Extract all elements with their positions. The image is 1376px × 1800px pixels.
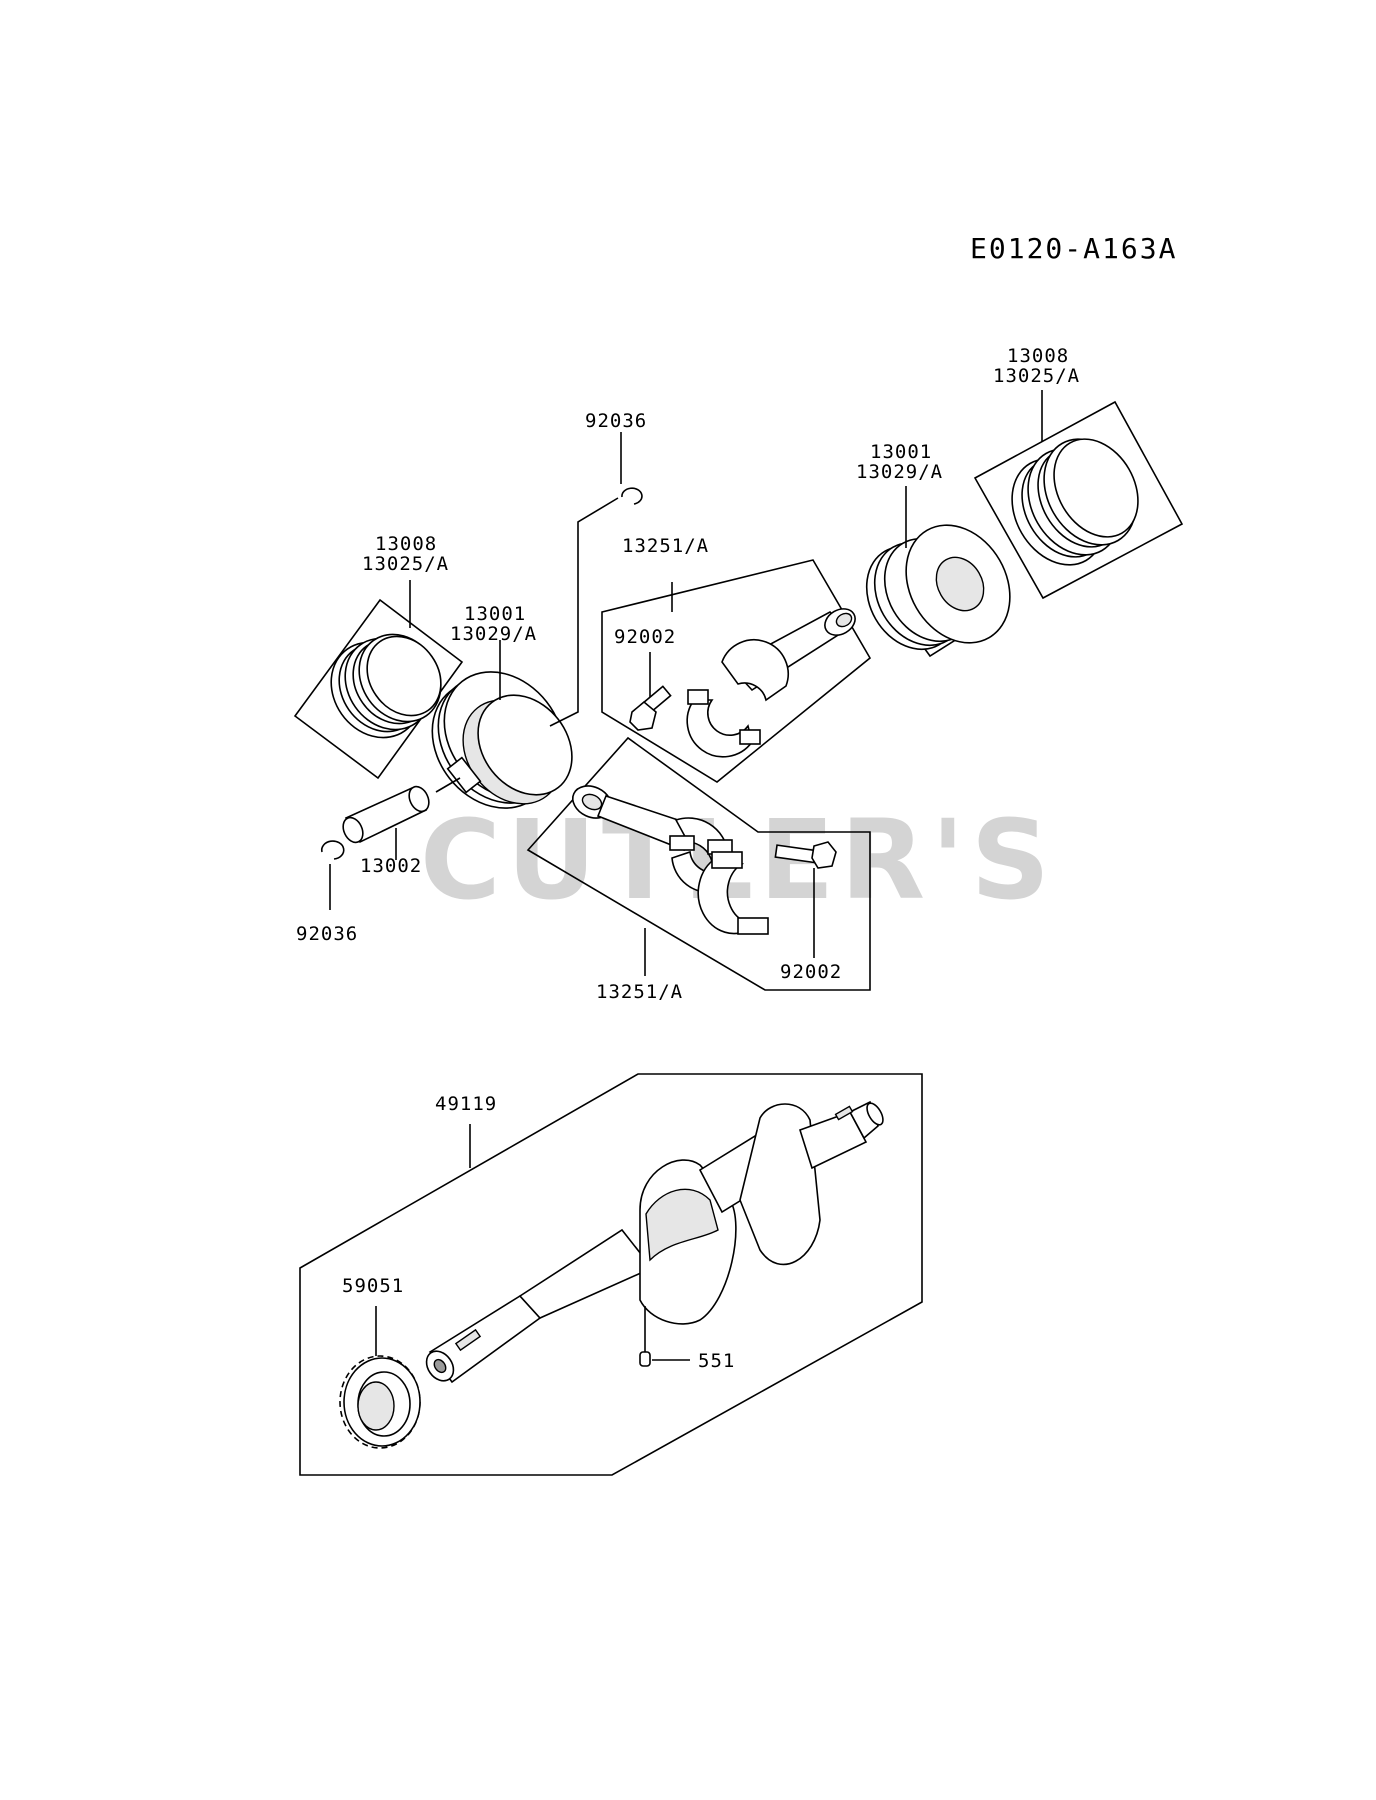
label-clip-top: 92036 — [585, 410, 647, 432]
label-rings-right-b: 13025/A — [993, 365, 1080, 387]
label-piston-right-a: 13001 — [870, 441, 932, 463]
connecting-rod-upper[interactable] — [686, 604, 860, 758]
label-rings-left-a: 13008 — [375, 533, 437, 555]
rod-cap-lower[interactable] — [697, 851, 769, 935]
piston-right[interactable] — [849, 506, 1031, 665]
label-rings-right-a: 13008 — [1007, 345, 1069, 367]
label-rod-upper: 13251/A — [622, 535, 709, 557]
label-bolt-upper: 92002 — [614, 626, 676, 648]
piston-pin[interactable] — [339, 783, 432, 845]
label-rod-lower: 13251/A — [596, 981, 683, 1003]
rod-bolt-lower[interactable] — [774, 841, 837, 869]
piston-rings-right[interactable] — [973, 400, 1184, 600]
circlip-left[interactable] — [320, 840, 345, 860]
label-piston-left-b: 13029/A — [450, 623, 537, 645]
label-key: 551 — [698, 1350, 735, 1372]
rod-bolt-upper[interactable] — [629, 685, 672, 731]
label-clip-left: 92036 — [296, 923, 358, 945]
label-pin: 13002 — [360, 855, 422, 877]
label-piston-right-b: 13029/A — [856, 461, 943, 483]
woodruff-key[interactable] — [639, 1351, 651, 1367]
label-bolt-lower: 92002 — [780, 961, 842, 983]
diagram-code: E0120-A163A — [970, 232, 1177, 265]
label-rings-left-b: 13025/A — [362, 553, 449, 575]
piston-rings-left[interactable] — [293, 598, 464, 780]
piston-left[interactable] — [408, 648, 592, 832]
crankshaft[interactable] — [421, 1100, 886, 1386]
label-piston-left-a: 13001 — [464, 603, 526, 625]
circlip-top[interactable] — [621, 487, 643, 505]
crankshaft-gear[interactable] — [339, 1355, 421, 1449]
label-crankshaft: 49119 — [435, 1093, 497, 1115]
label-gear: 59051 — [342, 1275, 404, 1297]
